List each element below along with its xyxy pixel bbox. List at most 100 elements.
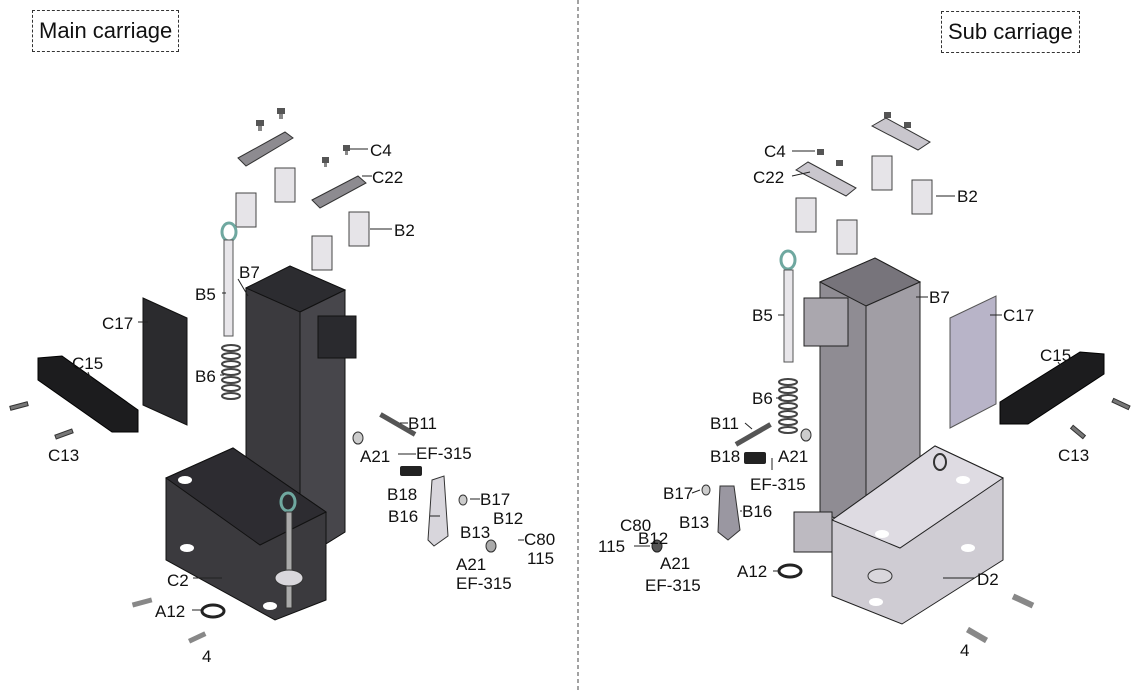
sub-carriage-leaders [634,150,1063,579]
slide-pad-icon [235,167,370,271]
label-b16: B16 [388,507,418,526]
label-b7: B7 [239,263,260,282]
buffer-c15 [37,355,139,433]
label-c22: C22 [753,168,784,187]
washer-icon [651,539,663,553]
guide-plate-c22 [311,175,367,209]
label-b18: B18 [387,485,417,504]
washer-icon [701,484,711,496]
seal-ring-icon [777,563,803,579]
screw-icon [256,108,350,167]
washer-icon [800,428,812,442]
spring-icon [221,344,241,400]
main-carriage-labels [87,148,524,611]
label-a21-upper: A21 [778,447,808,466]
label-c13: C13 [48,446,79,465]
label-c15: C15 [72,354,103,373]
title-sub-carriage: Sub carriage [941,11,1080,53]
label-c4: C4 [370,141,392,160]
label-b17: B17 [480,490,510,509]
rod-b11 [734,422,772,447]
label-b12: B12 [638,529,668,548]
label-b2: B2 [957,187,978,206]
label-b7: B7 [929,288,950,307]
label-a21-upper: A21 [360,447,390,466]
label-d2: D2 [977,570,999,589]
washer-icon [352,431,364,445]
spacer-block [793,511,833,553]
bolt-icon [965,626,989,644]
label-b17: B17 [663,484,693,503]
label-a21-lower: A21 [456,555,486,574]
label-b11: B11 [710,414,739,433]
label-b12: B12 [493,509,523,528]
bolt-icon [1069,397,1131,440]
label-c80: C80 [524,530,555,549]
rod-b11 [379,412,417,437]
sub-carriage-assembly [651,112,1131,644]
label-a12: A12 [155,602,185,621]
sub-carriage-label-text: C4 C22 B2 B7 B5 C17 C15 B6 B11 B18 A21 E… [598,142,1089,660]
screw-icon [817,112,911,166]
label-b13: B13 [679,513,709,532]
slide-pad-icon [795,155,933,255]
spring-icon [778,378,798,434]
label-c2: C2 [167,571,189,590]
label-b5: B5 [752,306,773,325]
hole-icon [180,544,194,552]
lever-b16 [427,475,449,547]
label-ef315-upper: EF-315 [416,444,472,463]
pin-ring-icon [279,491,297,513]
label-a21-lower: A21 [660,554,690,573]
label-b16: B16 [742,502,772,521]
sub-base-top [830,445,1005,549]
pin-ring-icon [933,453,947,471]
knob-icon [867,568,893,584]
pin-b5 [223,239,234,337]
side-bracket [803,297,849,347]
cover-plate-c17 [142,297,188,426]
hole-icon [263,602,277,610]
hole-icon [875,530,889,538]
washer-icon [458,494,468,506]
hole-icon [961,544,975,552]
pin-ring-icon [779,249,797,271]
bolt-icon [9,401,74,440]
guide-plate-upper [870,117,931,151]
label-b5: B5 [195,285,216,304]
label-a12: A12 [737,562,767,581]
label-b2: B2 [394,221,415,240]
knob-icon [274,569,304,587]
washer-icon [485,539,497,553]
bolt-icon [1011,593,1035,609]
label-115: 115 [527,549,554,568]
label-c80: C80 [620,516,651,535]
hole-icon [869,598,883,606]
label-4: 4 [202,647,211,666]
label-ef315-upper: EF-315 [750,475,806,494]
seal-ring-icon [200,603,226,619]
hole-icon [956,476,970,484]
pin-ring-icon [220,221,238,243]
bolt-b18 [400,466,422,476]
label-b6: B6 [195,367,216,386]
base-pin [285,511,293,609]
label-c15: C15 [1040,346,1071,365]
bolt-b18 [744,452,766,464]
label-b6: B6 [752,389,773,408]
buffer-c15 [999,351,1105,425]
label-b13: B13 [460,523,490,542]
label-c13: C13 [1058,446,1089,465]
hole-icon [178,476,192,484]
label-c17: C17 [102,314,133,333]
side-bracket [317,315,357,359]
label-c4: C4 [764,142,786,161]
label-c17: C17 [1003,306,1034,325]
lever-b16 [717,485,741,541]
label-ef315-lower: EF-315 [645,576,701,595]
label-c22: C22 [372,168,403,187]
guide-plate-c22 [795,161,857,197]
label-115: 115 [598,537,625,556]
bolt-icon [131,597,153,608]
